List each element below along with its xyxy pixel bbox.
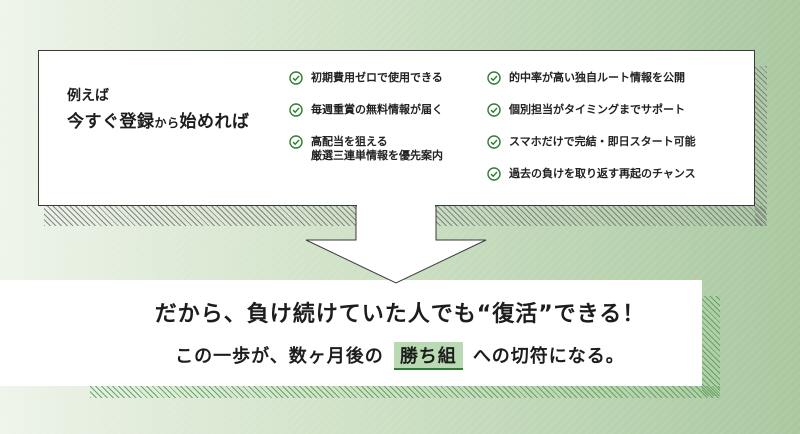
check-circle-icon bbox=[289, 71, 303, 85]
benefits-card: 例えば 今すぐ登録から始めれば 初期費用ゼロで使用できる 毎週重賞の無料情報が届… bbox=[38, 50, 755, 206]
subline-highlight: 勝ち組 bbox=[393, 342, 463, 370]
lead-large-part-b: から bbox=[154, 116, 180, 130]
feature-item: 高配当を狙える 厳選三連単情報を優先案内 bbox=[289, 135, 443, 163]
check-circle-icon bbox=[289, 103, 303, 117]
lead-large-part-c: 始めれば bbox=[179, 112, 250, 132]
feature-item: スマホだけで完結・即日スタート可能 bbox=[487, 135, 696, 149]
feature-text: 個別担当がタイミングまでサポート bbox=[509, 103, 685, 116]
headline: だから、負け続けていた人でも“復活”できる！ bbox=[154, 302, 646, 327]
feature-list-right: 的中率が高い独自ルート情報を公開 個別担当がタイミングまでサポート スマホだけで… bbox=[487, 71, 696, 199]
message-band bbox=[0, 280, 702, 386]
feature-list-left: 初期費用ゼロで使用できる 毎週重賞の無料情報が届く 高配当を狙える 厳選三連単情… bbox=[289, 71, 443, 181]
feature-item: 毎週重賞の無料情報が届く bbox=[289, 103, 443, 117]
subline-after: への切符になる。 bbox=[472, 346, 625, 367]
subline-before: この一歩が、数ヶ月後の bbox=[175, 346, 384, 367]
check-circle-icon bbox=[289, 135, 303, 149]
feature-text: 毎週重賞の無料情報が届く bbox=[311, 103, 443, 116]
lead-large-part-a: 今すぐ登録 bbox=[67, 112, 155, 132]
band-shadow-bottom bbox=[90, 386, 720, 398]
feature-item: 初期費用ゼロで使用できる bbox=[289, 71, 443, 85]
feature-text: 初期費用ゼロで使用できる bbox=[311, 71, 443, 84]
feature-text: スマホだけで完結・即日スタート可能 bbox=[509, 135, 696, 148]
check-circle-icon bbox=[487, 71, 501, 85]
feature-item: 個別担当がタイミングまでサポート bbox=[487, 103, 696, 117]
feature-text: 的中率が高い独自ルート情報を公開 bbox=[509, 71, 685, 84]
feature-text: 高配当を狙える bbox=[311, 135, 388, 148]
feature-text-line2: 厳選三連単情報を優先案内 bbox=[311, 149, 443, 162]
lead-large-text: 今すぐ登録から始めれば bbox=[67, 107, 250, 132]
subline: この一歩が、数ヶ月後の勝ち組への切符になる。 bbox=[0, 342, 800, 370]
feature-item: 的中率が高い独自ルート情報を公開 bbox=[487, 71, 696, 85]
band-shadow-right bbox=[702, 296, 720, 396]
check-circle-icon bbox=[487, 135, 501, 149]
lead-small-text: 例えば bbox=[67, 88, 109, 104]
check-circle-icon bbox=[487, 167, 501, 181]
card-shadow-bottom bbox=[44, 206, 766, 226]
check-circle-icon bbox=[487, 103, 501, 117]
feature-item: 過去の負けを取り返す再起のチャンス bbox=[487, 167, 696, 181]
card-shadow-right bbox=[755, 66, 767, 226]
feature-text: 過去の負けを取り返す再起のチャンス bbox=[509, 167, 696, 180]
